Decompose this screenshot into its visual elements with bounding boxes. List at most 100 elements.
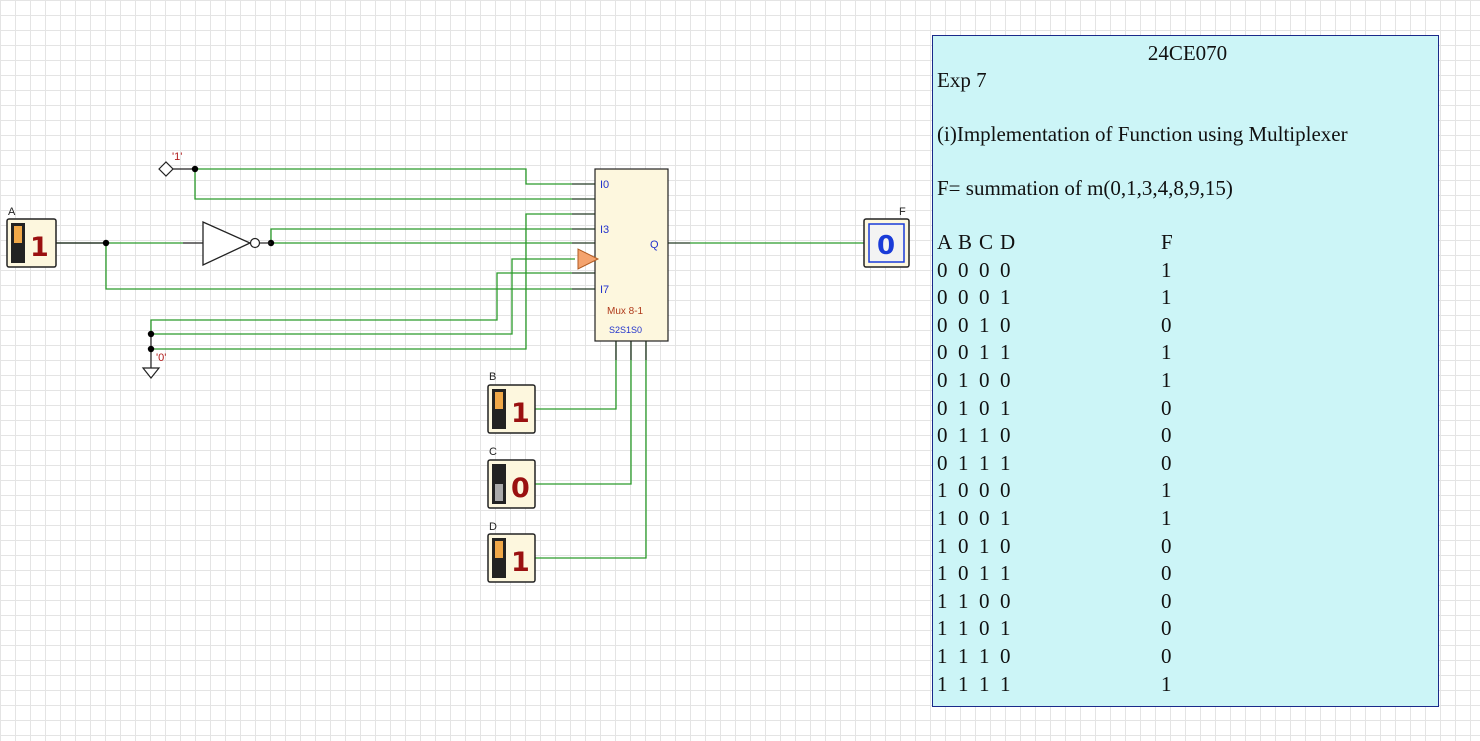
- constant-high-source[interactable]: '1': [158, 151, 182, 177]
- note-description: (i)Implementation of Function using Mult…: [937, 122, 1348, 146]
- table-cell: 1: [979, 312, 990, 337]
- note-function: F= summation of m(0,1,3,4,8,9,15): [937, 176, 1233, 200]
- table-cell: 1: [958, 367, 969, 392]
- table-cell: 1: [958, 450, 969, 475]
- table-cell: 0: [1000, 588, 1011, 613]
- table-cell: 1: [979, 340, 990, 365]
- table-cell: 1: [937, 478, 948, 503]
- table-cell: 0: [1000, 312, 1011, 337]
- table-cell: 0: [1000, 257, 1011, 282]
- header-c: C: [979, 230, 994, 254]
- switch-d[interactable]: D 1: [487, 521, 536, 583]
- table-cell-f: 0: [1161, 423, 1172, 448]
- header-f: F: [1161, 230, 1173, 254]
- table-cell: 0: [958, 533, 969, 558]
- switch-b-name: B: [489, 371, 496, 383]
- note-experiment: Exp 7: [937, 68, 987, 92]
- mux-pin-i7: I7: [600, 284, 609, 296]
- mux-pin-i0: I0: [600, 179, 609, 191]
- table-cell: 0: [979, 285, 990, 310]
- table-cell-f: 0: [1161, 395, 1172, 420]
- table-cell: 1: [958, 643, 969, 668]
- table-cell: 0: [1000, 533, 1011, 558]
- table-cell-f: 0: [1161, 616, 1172, 641]
- table-cell: 1: [1000, 450, 1011, 475]
- table-cell: 1: [958, 671, 969, 696]
- table-cell: 1: [937, 588, 948, 613]
- table-cell: 1: [1000, 561, 1011, 586]
- mux-pin-q: Q: [650, 239, 659, 251]
- mux-8-1[interactable]: I0 I3 I7 Q Mux 8-1 S2S1S0: [572, 168, 690, 360]
- table-cell: 0: [979, 588, 990, 613]
- table-cell: 0: [958, 340, 969, 365]
- mux-body: [594, 168, 669, 342]
- output-display-f[interactable]: F 0: [863, 206, 910, 268]
- table-cell: 1: [958, 588, 969, 613]
- table-cell: 0: [1000, 478, 1011, 503]
- table-cell-f: 1: [1161, 367, 1172, 392]
- output-f-value: 0: [877, 231, 895, 261]
- table-cell: 1: [937, 505, 948, 530]
- table-cell-f: 1: [1161, 285, 1172, 310]
- table-cell: 0: [937, 340, 948, 365]
- table-cell: 0: [958, 505, 969, 530]
- table-cell: 1: [1000, 671, 1011, 696]
- table-cell: 1: [1000, 616, 1011, 641]
- table-cell: 0: [958, 561, 969, 586]
- table-cell: 0: [937, 395, 948, 420]
- wires: [56, 168, 866, 559]
- constant-low-ground[interactable]: '0': [141, 352, 166, 379]
- table-cell: 0: [937, 423, 948, 448]
- table-cell: 0: [1000, 423, 1011, 448]
- table-cell: 0: [937, 285, 948, 310]
- switch-a[interactable]: A 1: [6, 206, 57, 268]
- switch-b-value: 1: [511, 398, 530, 429]
- table-cell-f: 1: [1161, 257, 1172, 282]
- table-cell: 1: [958, 395, 969, 420]
- junctions: [102, 165, 275, 353]
- output-f-name: F: [899, 206, 906, 218]
- table-cell: 1: [1000, 340, 1011, 365]
- table-cell: 1: [979, 423, 990, 448]
- table-cell: 1: [937, 533, 948, 558]
- table-cell-f: 0: [1161, 643, 1172, 668]
- table-cell: 0: [937, 312, 948, 337]
- header-b: B: [958, 230, 973, 254]
- table-cell: 0: [979, 505, 990, 530]
- table-cell: 1: [979, 671, 990, 696]
- table-cell: 1: [937, 616, 948, 641]
- table-cell-f: 0: [1161, 450, 1172, 475]
- table-cell: 0: [979, 257, 990, 282]
- table-cell: 0: [979, 616, 990, 641]
- table-cell: 0: [958, 285, 969, 310]
- table-cell: 0: [958, 478, 969, 503]
- table-cell: 0: [958, 257, 969, 282]
- switch-c[interactable]: C 0: [487, 446, 536, 509]
- switch-d-name: D: [489, 521, 497, 533]
- table-cell: 0: [937, 257, 948, 282]
- mux-pin-i3: I3: [600, 224, 609, 236]
- switch-a-value: 1: [30, 232, 49, 263]
- not-gate[interactable]: [183, 220, 271, 267]
- circuit-canvas: '1' '0' I0 I3 I7 Q Mux 8-: [6, 151, 910, 583]
- table-cell-f: 0: [1161, 533, 1172, 558]
- header-d: D: [1000, 230, 1016, 254]
- table-cell-f: 1: [1161, 505, 1172, 530]
- truth-table-header: A B C D F: [937, 229, 1173, 257]
- switch-b[interactable]: B 1: [487, 371, 536, 434]
- table-cell: 0: [979, 395, 990, 420]
- switch-c-value: 0: [511, 473, 530, 504]
- text-note-panel[interactable]: 24CE070 Exp 7 (i)Implementation of Funct…: [932, 35, 1439, 707]
- switch-c-name: C: [489, 446, 497, 458]
- table-cell: 0: [937, 450, 948, 475]
